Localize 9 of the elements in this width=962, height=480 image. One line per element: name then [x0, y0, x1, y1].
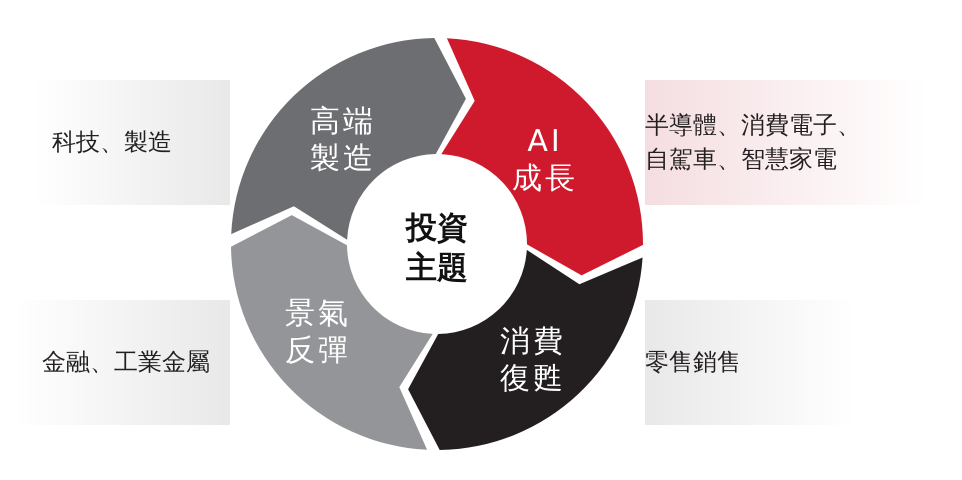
center-label: 投資主題 [405, 208, 469, 288]
band-text: 科技、製造 [52, 126, 173, 158]
band-text: 零售銷售 [645, 346, 742, 378]
segment-label: 消費復甦 [500, 322, 567, 398]
segment-label: 景氣反彈 [284, 294, 352, 370]
segment-label: AI成長 [512, 122, 579, 198]
band-text: 半導體、消費電子、自駕車、智慧家電 [645, 110, 862, 175]
segment-label: 高端製造 [310, 102, 377, 178]
band-text: 金融、工業金屬 [42, 346, 211, 378]
